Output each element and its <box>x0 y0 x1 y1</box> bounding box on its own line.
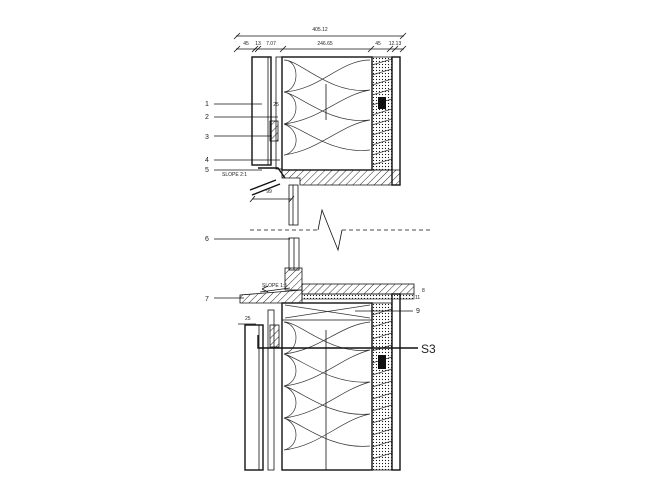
callout-1: 1 <box>205 101 209 108</box>
roof-slab-lower <box>301 283 415 295</box>
upstand-lower <box>284 267 303 291</box>
callout-5: 5 <box>205 167 209 174</box>
sill-lower <box>239 289 303 304</box>
callout-3: 3 <box>205 134 209 141</box>
dim-seg-3: 7.07 <box>266 41 276 47</box>
callout-6: 6 <box>205 236 209 243</box>
slope-bottom-label: SLOPE 1:5 <box>262 283 287 289</box>
dimension-overall: 405.12 <box>233 27 407 40</box>
dim-seg-2: 13 <box>255 41 261 47</box>
bracket-lower <box>269 324 280 348</box>
dim-seg-4: 246.65 <box>317 41 333 47</box>
bracket-upper <box>269 120 279 142</box>
slope-top-label: SLOPE 2:1 <box>222 172 247 178</box>
right-small-a-label: 8 <box>422 288 425 294</box>
sill-width-label: 99 <box>266 189 272 195</box>
callout-7: 7 <box>205 296 209 303</box>
gap-bottom-label: 25 <box>245 316 251 322</box>
board-upper <box>275 56 283 170</box>
gap-top-label: 25 <box>273 102 279 108</box>
dim-seg-1: 45 <box>243 41 249 47</box>
section-marker-label: S3 <box>421 342 436 356</box>
cladding-panel-lower <box>244 324 264 471</box>
masonry-lower <box>371 302 393 471</box>
cladding-panel-upper <box>251 56 272 166</box>
dim-seg-5: 45 <box>375 41 381 47</box>
break-line <box>250 208 432 252</box>
section-marker: S3 <box>257 335 436 356</box>
lower-section: SLOPE 1:5 25 8 11 <box>238 237 425 471</box>
insulation-upper <box>281 56 373 171</box>
right-small-b-label: 11 <box>415 295 420 301</box>
dimension-segments: 45 13 7.07 246.65 45 12.13 <box>233 41 407 53</box>
sill-slab-upper <box>281 169 401 186</box>
callouts-upper: 1 2 3 4 5 <box>205 101 280 174</box>
dimension-overall-label: 405.12 <box>312 27 328 33</box>
downpipe-upper <box>288 184 299 226</box>
callout-2: 2 <box>205 114 209 121</box>
dim-seg-6: 12.13 <box>389 41 402 47</box>
callout-9: 9 <box>416 308 420 315</box>
upper-section: 25 SLOPE 2:1 99 <box>222 56 401 226</box>
callout-4: 4 <box>205 157 209 164</box>
